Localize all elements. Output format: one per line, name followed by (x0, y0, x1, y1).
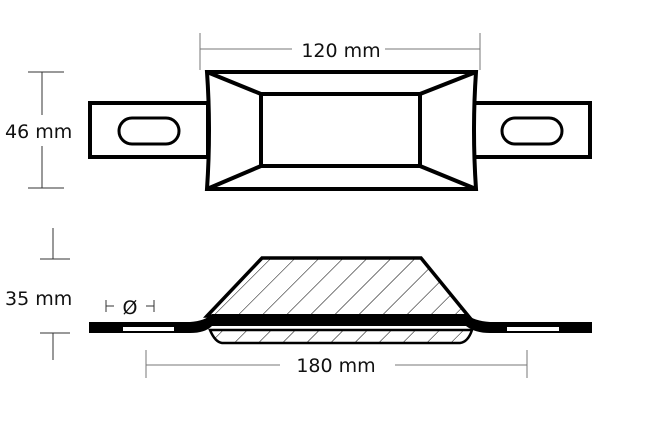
left-slot (117, 116, 181, 146)
anode-profile (202, 256, 474, 320)
dimension-35 (40, 228, 70, 360)
side-view: 35 mm Ø 180 mm (5, 228, 592, 378)
height-top-label: 46 mm (5, 121, 72, 143)
right-strap-slot (507, 327, 559, 331)
dimension-180 (145, 350, 528, 378)
left-strap-slot (123, 327, 174, 331)
anode-lower-profile (208, 328, 474, 345)
length-side-label: 180 mm (296, 355, 375, 377)
hole-diameter-label: Ø (123, 297, 138, 319)
hole-diameter-dimension (105, 300, 155, 312)
mounting-strap (89, 314, 592, 333)
right-slot (500, 116, 564, 146)
length-top-label: 120 mm (301, 40, 380, 62)
height-side-label: 35 mm (5, 288, 72, 310)
dimension-120 (199, 33, 481, 70)
dimension-46 (28, 71, 64, 189)
anode-top-face (259, 92, 422, 168)
top-view: 120 mm 46 mm (5, 33, 592, 191)
